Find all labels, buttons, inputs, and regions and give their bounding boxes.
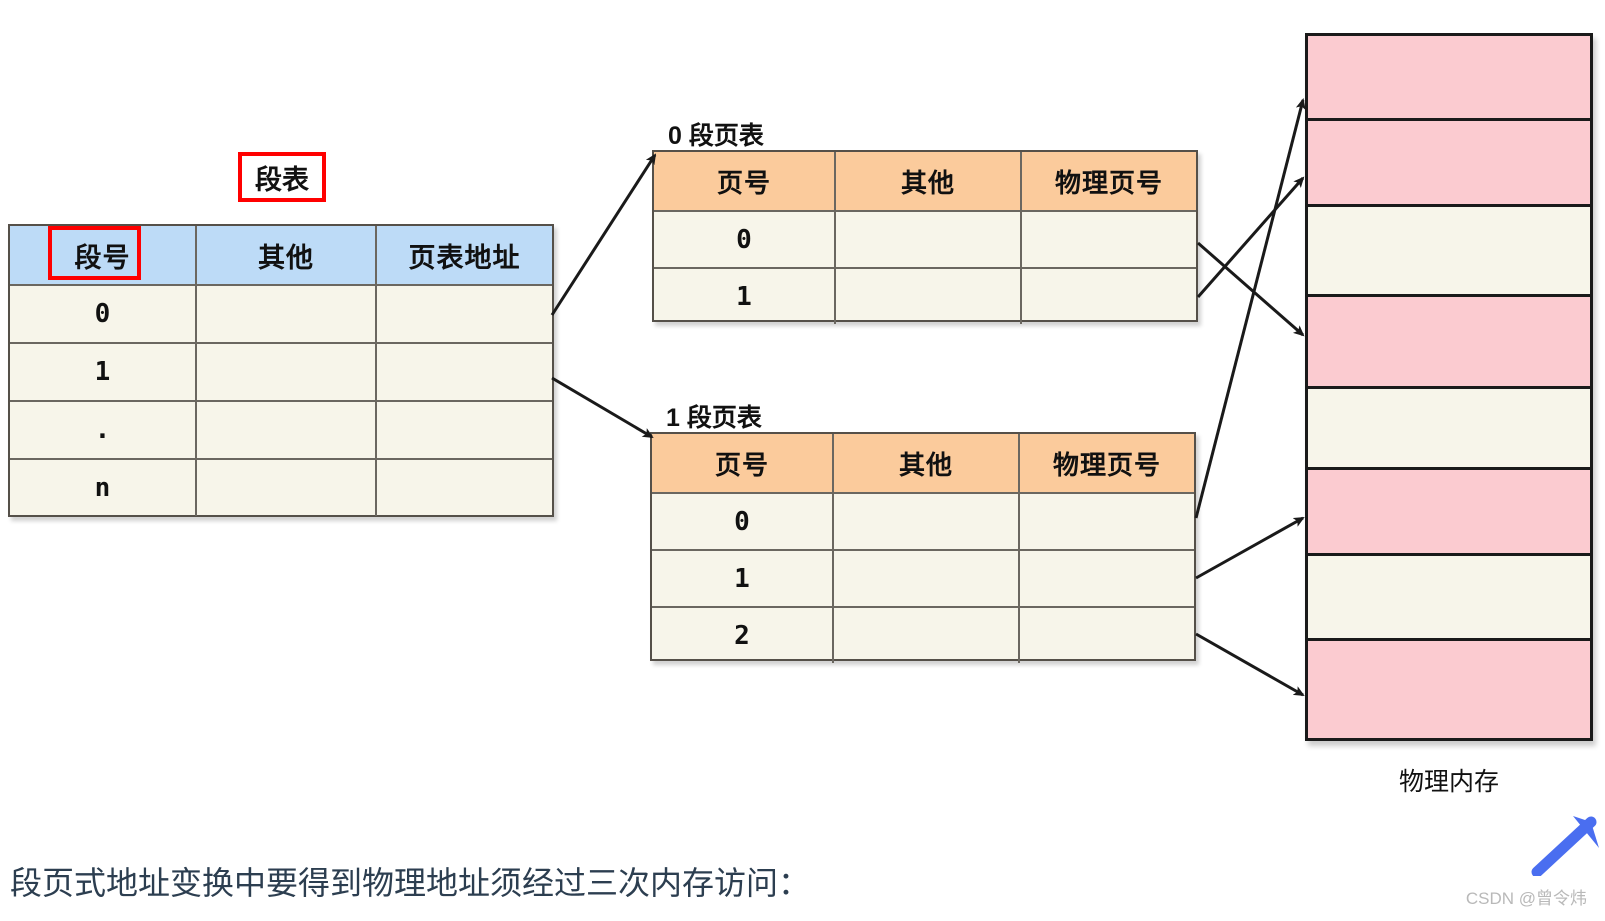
page-table-1-cell xyxy=(1018,494,1194,549)
segment-table-header-row: 段号 其他 页表地址 xyxy=(10,226,552,284)
segment-table-cell xyxy=(375,460,552,516)
table-row: 2 xyxy=(652,606,1194,663)
page-table-1-header-wuliyehao: 物理页号 xyxy=(1018,434,1194,492)
arrow-pt0-row0-to-memory xyxy=(1197,241,1305,337)
memory-block-1 xyxy=(1308,118,1590,204)
segment-table-cell xyxy=(375,344,552,400)
memory-block-4 xyxy=(1308,386,1590,468)
arrow-pt0-row1-to-memory xyxy=(1196,176,1305,298)
arrow-seg1-to-pagetable1 xyxy=(551,376,654,439)
segment-table-cell: 0 xyxy=(94,299,111,329)
segment-table-cell xyxy=(195,402,375,458)
page-table-0-cell xyxy=(834,269,1020,324)
segment-table-cell xyxy=(195,460,375,516)
page-table-1: 页号 其他 物理页号 0 1 2 xyxy=(650,432,1196,663)
segment-table-header-duanhao: 段号 xyxy=(10,226,195,284)
page-table-0-header-qita: 其他 xyxy=(834,152,1020,210)
table-row: n xyxy=(10,458,552,516)
table-row: 0 xyxy=(654,210,1196,267)
page-caption: 段页式地址变换中要得到物理地址须经过三次内存访问： xyxy=(10,864,811,902)
table-row: 0 xyxy=(652,492,1194,549)
segment-table-cell: n xyxy=(94,473,111,503)
page-table-0-header-yehao: 页号 xyxy=(654,152,834,210)
memory-block-5 xyxy=(1308,467,1590,553)
watermark-arrow-icon xyxy=(1531,816,1599,876)
table-row: 0 xyxy=(10,284,552,342)
page-table-1-cell xyxy=(832,494,1018,549)
page-table-1-cell: 0 xyxy=(734,506,750,537)
segment-table-title: 段表 xyxy=(238,152,326,202)
arrow-seg0-to-pagetable0 xyxy=(550,153,657,316)
page-table-0-header-row: 页号 其他 物理页号 xyxy=(654,152,1196,210)
page-table-1-cell xyxy=(832,551,1018,606)
segment-table-header-yebiaodizhi: 页表地址 xyxy=(375,226,552,284)
page-table-1-cell xyxy=(1018,608,1194,663)
segment-table-cell xyxy=(375,402,552,458)
physical-memory-label: 物理内存 xyxy=(1398,768,1499,796)
segment-table-cell: . xyxy=(94,415,111,445)
page-table-1-caption: 1 段页表 xyxy=(666,404,762,432)
memory-block-0 xyxy=(1308,36,1590,119)
arrow-pt1-row1-to-memory xyxy=(1195,516,1305,580)
table-row: 1 xyxy=(652,549,1194,606)
segment-table-cell xyxy=(195,286,375,342)
page-table-0-cell: 0 xyxy=(736,224,752,255)
physical-memory-column xyxy=(1305,33,1593,741)
page-table-1-header-yehao: 页号 xyxy=(652,434,832,492)
arrow-pt1-row2-to-memory xyxy=(1195,632,1305,697)
page-table-0-cell xyxy=(1020,212,1196,267)
memory-block-3 xyxy=(1308,294,1590,387)
memory-block-7 xyxy=(1308,637,1590,738)
page-table-1-header-row: 页号 其他 物理页号 xyxy=(652,434,1194,492)
segment-table: 段号 其他 页表地址 0 1 . n xyxy=(8,224,554,517)
segment-table-header-qita: 其他 xyxy=(195,226,375,284)
segment-table-cell: 1 xyxy=(94,357,111,387)
page-table-0-cell: 1 xyxy=(736,281,752,312)
page-table-0-caption: 0 段页表 xyxy=(668,122,764,150)
page-table-0-cell xyxy=(1020,269,1196,324)
page-table-1-header-qita: 其他 xyxy=(832,434,1018,492)
page-table-1-cell: 1 xyxy=(734,563,750,594)
memory-block-6 xyxy=(1308,552,1590,638)
table-row: 1 xyxy=(654,267,1196,324)
page-table-1-cell xyxy=(1018,551,1194,606)
page-table-0-header-wuliyehao: 物理页号 xyxy=(1020,152,1196,210)
page-table-0-cell xyxy=(834,212,1020,267)
memory-block-2 xyxy=(1308,203,1590,295)
segment-table-cell xyxy=(195,344,375,400)
table-row: . xyxy=(10,400,552,458)
page-table-1-cell xyxy=(832,608,1018,663)
arrow-pt1-row0-to-memory xyxy=(1194,98,1306,519)
segment-table-cell xyxy=(375,286,552,342)
table-row: 1 xyxy=(10,342,552,400)
watermark-text: CSDN @曾令炜 xyxy=(1465,889,1587,908)
page-table-1-cell: 2 xyxy=(734,620,750,651)
page-table-0: 页号 其他 物理页号 0 1 xyxy=(652,150,1198,324)
